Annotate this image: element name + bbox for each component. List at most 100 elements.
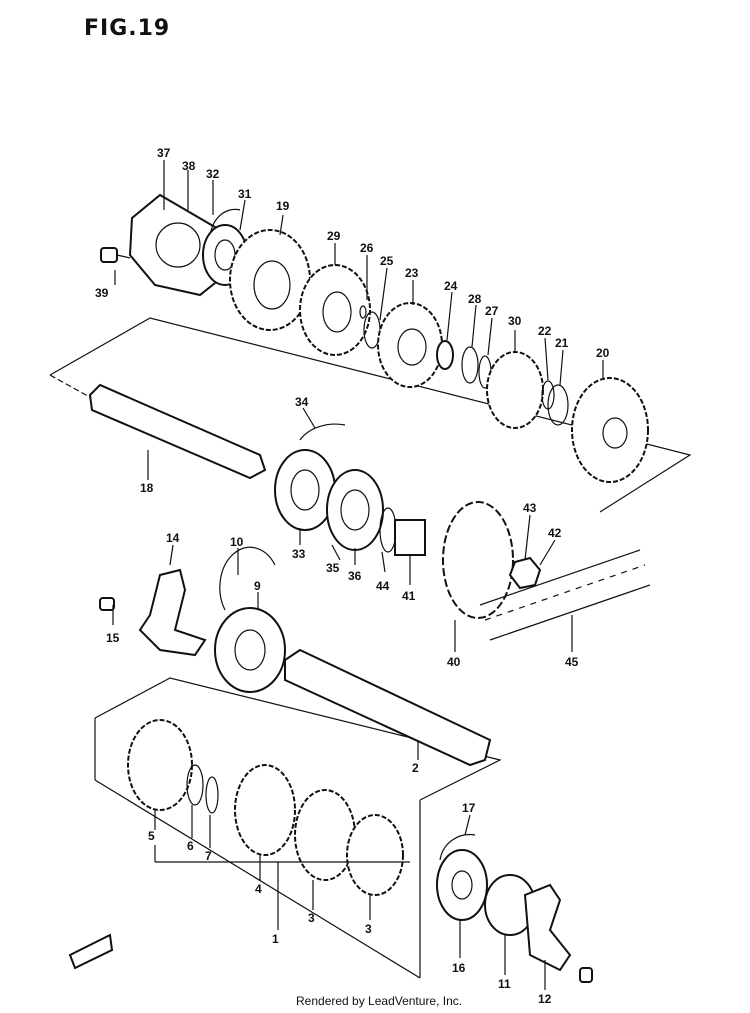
gear-5-part bbox=[127, 719, 193, 811]
callout-21: 21 bbox=[555, 336, 569, 350]
gear-3a-part bbox=[294, 789, 356, 881]
gear-29-hub bbox=[322, 291, 352, 333]
callout-6: 6 bbox=[187, 839, 194, 853]
o-ring-44-part bbox=[379, 507, 397, 553]
callout-45: 45 bbox=[565, 655, 579, 669]
leader-lines bbox=[112, 160, 604, 990]
bearing-9-part bbox=[214, 607, 286, 693]
gear-4-part bbox=[234, 764, 296, 856]
callout-22: 22 bbox=[538, 324, 552, 338]
callout-1: 1 bbox=[272, 932, 279, 946]
fwd-arrow bbox=[68, 933, 114, 970]
callout-14: 14 bbox=[166, 531, 180, 545]
gear-19-hub bbox=[253, 260, 291, 310]
gear-29-part bbox=[299, 264, 371, 356]
bolt-15-part bbox=[99, 597, 115, 611]
callout-5: 5 bbox=[148, 829, 155, 843]
bearing-33-part bbox=[274, 449, 336, 531]
bolt-39-shank bbox=[116, 254, 131, 259]
callout-10: 10 bbox=[230, 535, 244, 549]
mainshaft-2-part bbox=[284, 648, 492, 767]
circlip-17-part bbox=[439, 833, 476, 861]
gear-23-part bbox=[377, 302, 443, 388]
circlip-34-part bbox=[299, 423, 346, 441]
callout-42: 42 bbox=[548, 526, 562, 540]
bolt-12-part bbox=[579, 967, 593, 983]
washer-28-part bbox=[461, 346, 479, 384]
lower-frame-bottom bbox=[94, 779, 421, 979]
callout-16: 16 bbox=[452, 961, 466, 975]
callout-37: 37 bbox=[157, 146, 171, 160]
callout-23: 23 bbox=[405, 266, 419, 280]
figure-title: FIG.19 bbox=[84, 16, 171, 41]
callout-34: 34 bbox=[295, 395, 309, 409]
lower-frame-line bbox=[94, 677, 502, 801]
bracket-12-part bbox=[523, 883, 572, 972]
callout-18: 18 bbox=[140, 481, 154, 495]
callout-30: 30 bbox=[508, 314, 522, 328]
bearing-16-part bbox=[436, 849, 488, 921]
gear-20-part bbox=[571, 377, 649, 483]
gear-3b-part bbox=[346, 814, 404, 896]
bushing-24-part bbox=[436, 340, 454, 370]
callout-3a: 3 bbox=[308, 911, 315, 925]
gear-19-part bbox=[229, 229, 311, 331]
gear-30-part bbox=[486, 351, 544, 429]
callout-32: 32 bbox=[206, 167, 220, 181]
callout-39: 39 bbox=[95, 286, 109, 300]
callout-11: 11 bbox=[498, 977, 511, 991]
callout-19: 19 bbox=[276, 199, 290, 213]
callout-29: 29 bbox=[327, 229, 341, 243]
callout-41: 41 bbox=[402, 589, 416, 603]
callout-12: 12 bbox=[538, 992, 552, 1006]
callout-36: 36 bbox=[348, 569, 362, 583]
gear-23-hub bbox=[397, 328, 427, 366]
bearing-33-bore bbox=[290, 469, 320, 511]
callout-35: 35 bbox=[326, 561, 340, 575]
gear-20-bore bbox=[602, 417, 628, 449]
callout-40: 40 bbox=[447, 655, 461, 669]
nut-43-part bbox=[508, 556, 542, 590]
circlip-7-part bbox=[205, 776, 219, 814]
callout-24: 24 bbox=[444, 279, 458, 293]
countershaft-18-part bbox=[88, 383, 267, 480]
callout-20: 20 bbox=[596, 346, 610, 360]
callout-15: 15 bbox=[106, 631, 120, 645]
bearing-16-bore bbox=[451, 870, 473, 900]
upper-frame-line bbox=[49, 317, 692, 513]
washer-25-part bbox=[363, 311, 381, 349]
callout-38: 38 bbox=[182, 159, 196, 173]
gasket-bore bbox=[155, 222, 201, 268]
circlip-10-part bbox=[219, 546, 276, 611]
bracket-14-part bbox=[138, 568, 207, 657]
upper-frame-dash bbox=[49, 374, 96, 401]
callout-44: 44 bbox=[376, 579, 390, 593]
callout-31: 31 bbox=[238, 187, 252, 201]
callout-labels: 37 38 32 31 19 29 26 25 23 24 28 27 30 2… bbox=[95, 146, 610, 1006]
callout-4: 4 bbox=[255, 882, 262, 896]
oil-seal-35-bore bbox=[340, 489, 370, 531]
washer-21-part bbox=[547, 384, 569, 426]
chain-45-part bbox=[479, 549, 651, 641]
callout-33: 33 bbox=[292, 547, 306, 561]
callout-43: 43 bbox=[523, 501, 537, 515]
callout-26: 26 bbox=[360, 241, 374, 255]
circlip-26-part bbox=[359, 305, 367, 319]
callout-27: 27 bbox=[485, 304, 499, 318]
callout-28: 28 bbox=[468, 292, 482, 306]
callout-7: 7 bbox=[205, 849, 212, 863]
oil-seal-35-part bbox=[326, 469, 384, 551]
callout-3b: 3 bbox=[365, 922, 372, 936]
callout-25: 25 bbox=[380, 254, 394, 268]
callout-2: 2 bbox=[412, 761, 419, 775]
gasket-plate-part bbox=[128, 193, 227, 297]
bolt-39-part bbox=[100, 247, 118, 263]
callout-17: 17 bbox=[462, 801, 476, 815]
callout-9: 9 bbox=[254, 579, 261, 593]
footer-credit: Rendered by LeadVenture, Inc. bbox=[296, 994, 463, 1008]
chain-45-links bbox=[484, 564, 646, 621]
spacer-41-part bbox=[394, 519, 426, 556]
bearing-9-bore bbox=[234, 629, 266, 671]
